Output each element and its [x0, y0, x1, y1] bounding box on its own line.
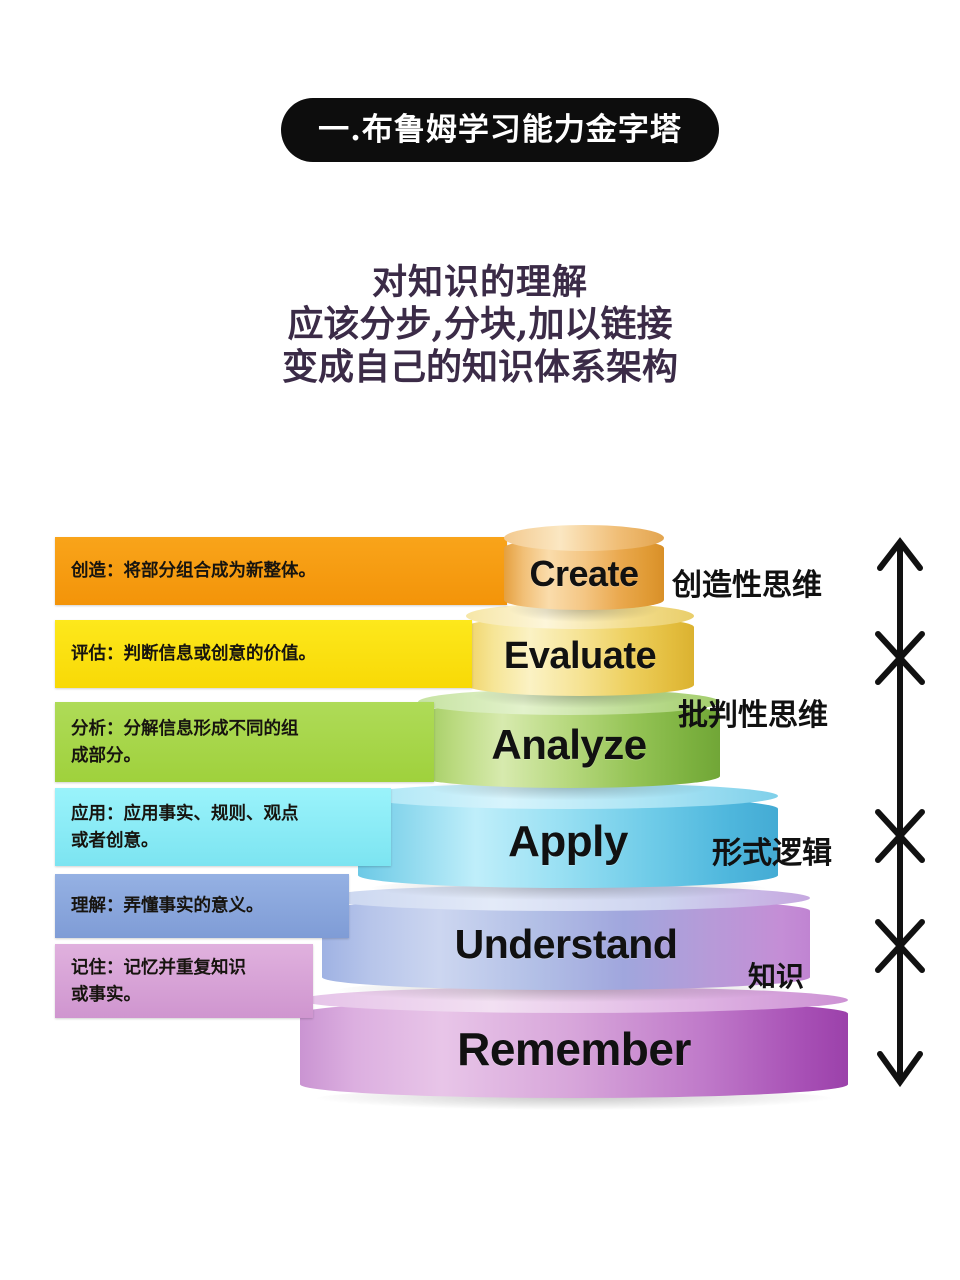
desc-line: 或者创意。 — [71, 830, 159, 850]
category-label-critical-thinking: 批判性思维 — [678, 698, 828, 733]
arrow-head-up — [877, 537, 923, 571]
desc-line: 创造：将部分组合成为新整体。 — [71, 560, 316, 581]
drum-top — [322, 885, 810, 911]
pyramid-drum-understand: Understand — [322, 885, 810, 1002]
arrow-tick-3 — [875, 919, 925, 973]
arrow-tick-1 — [875, 631, 925, 685]
pyramid-drum-evaluate: Evaluate — [466, 603, 694, 708]
desc-line: 记住：记忆并重复知识 — [71, 956, 246, 977]
drum-body — [466, 616, 694, 696]
pyramid-level-label-remember: Remember — [457, 1023, 691, 1075]
pyramid-level-label-analyze: Analyze — [491, 721, 647, 768]
pyramid-level-label-understand: Understand — [454, 920, 678, 967]
pyramid-drum-create: Create — [504, 525, 664, 622]
drum-top — [300, 987, 848, 1013]
drum-top — [504, 525, 664, 551]
level-description-create: 创造：将部分组合成为新整体。 — [55, 537, 507, 605]
category-label-formal-logic: 形式逻辑 — [712, 836, 832, 871]
subtitle-line-3: 变成自己的知识体系架构 — [281, 345, 678, 388]
pyramid-level-label-apply: Apply — [508, 817, 628, 866]
desc-line: 或事实。 — [71, 984, 141, 1004]
desc-line: 评估：判断信息或创意的价值。 — [71, 643, 316, 664]
vertical-double-arrow — [875, 537, 925, 1088]
pyramid-drum-apply: Apply — [358, 783, 778, 900]
level-description-remember: 记住：记忆并重复知识 或事实。 — [55, 944, 313, 1018]
desc-line: 理解：弄懂事实的意义。 — [71, 895, 264, 916]
pyramid-level-label-evaluate: Evaluate — [503, 634, 657, 677]
pyramid-drum-analyze: Analyze — [418, 689, 720, 800]
desc-line: 应用：应用事实、规则、观点 — [71, 802, 299, 823]
drum-body — [358, 796, 778, 888]
level-description-understand: 理解：弄懂事实的意义。 — [55, 874, 349, 938]
desc-line: 分析：分解信息形成不同的组 — [71, 717, 299, 738]
arrow-head-down — [877, 1051, 923, 1088]
desc-line: 成部分。 — [71, 745, 141, 765]
level-description-analyze: 分析：分解信息形成不同的组 成部分。 — [55, 702, 434, 782]
page-title: 一.布鲁姆学习能力金字塔 — [318, 111, 682, 148]
drum-body — [322, 898, 810, 990]
subtitle-line-2: 应该分步,分块,加以链接 — [287, 303, 673, 346]
drum-body — [300, 1000, 848, 1098]
level-description-apply: 应用：应用事实、规则、观点 或者创意。 — [55, 788, 391, 866]
subtitle-line-1: 对知识的理解 — [371, 262, 588, 303]
pyramid-level-label-create: Create — [529, 553, 639, 594]
drum-body — [418, 702, 720, 788]
page-title-banner: 一.布鲁姆学习能力金字塔 — [281, 98, 719, 162]
level-description-evaluate: 评估：判断信息或创意的价值。 — [55, 620, 472, 688]
category-label-creative-thinking: 创造性思维 — [672, 568, 822, 603]
category-label-knowledge: 知识 — [748, 960, 805, 993]
pyramid-drum-remember: Remember — [300, 987, 848, 1110]
subtitle-block: 对知识的理解 应该分步,分块,加以链接 变成自己的知识体系架构 — [0, 262, 960, 388]
arrow-tick-2 — [875, 809, 925, 863]
